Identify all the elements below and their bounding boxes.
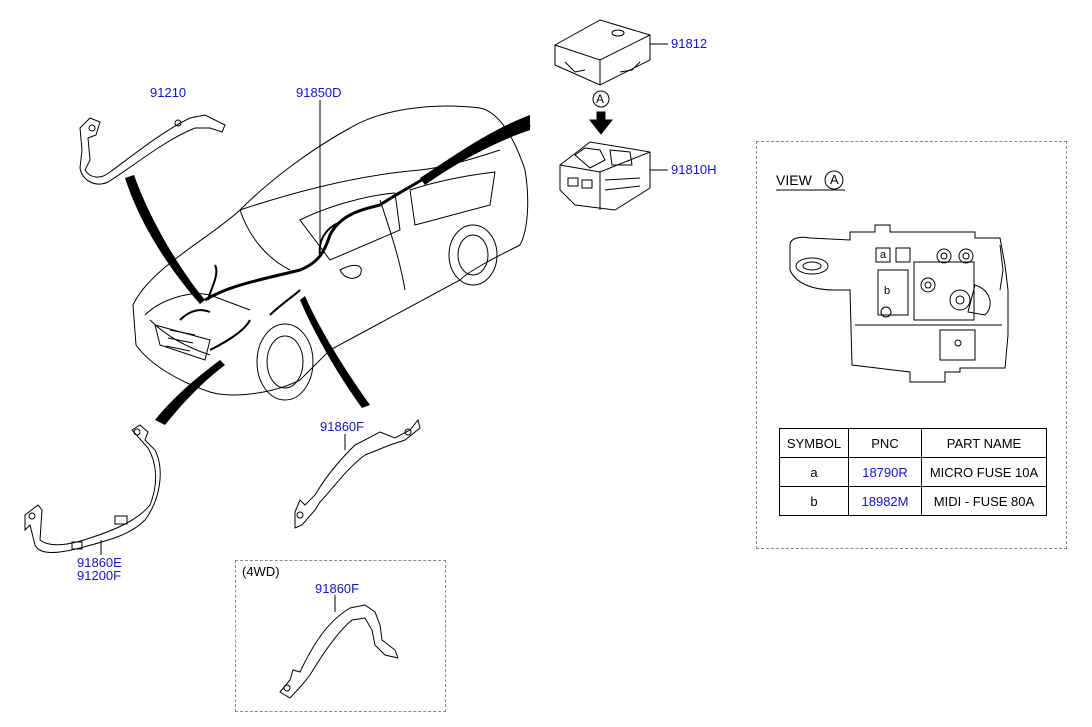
- fuse-box-top-view: [789, 224, 1009, 383]
- callout-91812[interactable]: 91812: [671, 36, 708, 51]
- callout-91860F[interactable]: 91860F: [320, 419, 365, 434]
- header-symbol: SYMBOL: [779, 428, 849, 458]
- table-header-row: SYMBOL PNC PART NAME: [779, 428, 1047, 458]
- fuse-box-cover-91812: [554, 19, 651, 86]
- inset-4wd-label: (4WD): [242, 564, 280, 579]
- header-pnc: PNC: [848, 428, 922, 458]
- view-marker: A: [830, 172, 839, 187]
- callout-91210[interactable]: 91210: [150, 85, 187, 100]
- pointer-wedges: [125, 115, 530, 425]
- row-part-name: MIDI - FUSE 80A: [921, 486, 1047, 516]
- vehicle-illustration: [132, 105, 531, 401]
- table-row: a 18790R MICRO FUSE 10A: [779, 457, 1047, 487]
- row-pnc-link[interactable]: 18982M: [848, 486, 922, 516]
- arrow-marker-label: A: [596, 92, 605, 106]
- row-symbol: a: [779, 457, 849, 487]
- view-a-panel: [756, 141, 1067, 549]
- cable-91860F-4wd: [279, 604, 399, 699]
- parts-table: SYMBOL PNC PART NAME a 18790R MICRO FUSE…: [779, 428, 1047, 516]
- view-title: VIEW A: [776, 172, 839, 188]
- cable-91210: [79, 114, 226, 185]
- row-symbol: b: [779, 486, 849, 516]
- callout-91860E[interactable]: 91860E: [77, 555, 122, 570]
- row-pnc-link[interactable]: 18790R: [848, 457, 922, 487]
- fuse-box-91810H: [559, 141, 651, 211]
- table-row: b 18982M MIDI - FUSE 80A: [779, 486, 1047, 516]
- view-title-text: VIEW: [776, 172, 812, 188]
- fuse-slot-a-label: a: [880, 249, 887, 261]
- callout-91200F[interactable]: 91200F: [77, 568, 122, 583]
- inset-4wd-panel: [235, 560, 446, 712]
- cable-91860E: [24, 424, 161, 553]
- fuse-slot-b-label: b: [884, 285, 891, 297]
- callout-91860F-4wd[interactable]: 91860F: [315, 581, 360, 596]
- row-part-name: MICRO FUSE 10A: [921, 457, 1047, 487]
- callout-91810H[interactable]: 91810H: [671, 162, 717, 177]
- cable-91860F: [294, 418, 421, 529]
- callout-91850D[interactable]: 91850D: [296, 85, 342, 100]
- header-part-name: PART NAME: [921, 428, 1047, 458]
